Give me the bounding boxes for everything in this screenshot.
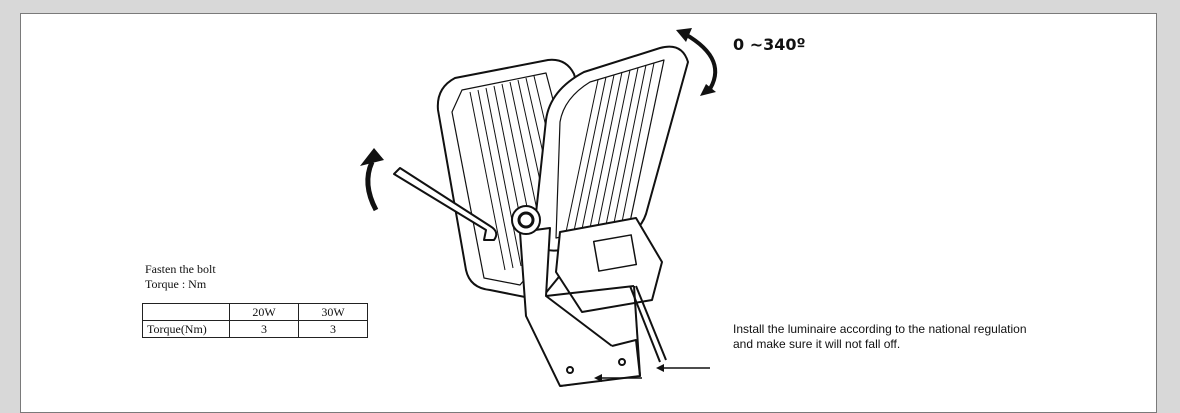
- luminaire-illustration: [360, 28, 718, 387]
- rotate-arrow-icon: [683, 32, 718, 94]
- install-note-line: and make sure it will not fall off.: [733, 337, 901, 351]
- install-note: Install the luminaire according to the n…: [733, 322, 1027, 352]
- torque-table: 20W 30W Torque(Nm) 3 3: [142, 303, 368, 338]
- table-cell: 3: [229, 320, 299, 338]
- table-header-cell: 30W: [298, 303, 368, 321]
- rotation-range-label: 0 ~340º: [733, 35, 806, 54]
- hex-key: [393, 167, 498, 241]
- fasten-bolt-title: Fasten the bolt: [145, 262, 216, 276]
- tilt-arrow-icon: [365, 160, 379, 212]
- table-header-cell: 20W: [229, 303, 299, 321]
- fasten-bolt-caption: Fasten the bolt Torque : Nm: [145, 262, 216, 292]
- table-row: Torque(Nm) 3 3: [142, 320, 368, 338]
- torque-unit-label: Torque : Nm: [145, 277, 207, 291]
- install-note-line: Install the luminaire according to the n…: [733, 322, 1027, 336]
- table-header-cell: [142, 303, 230, 321]
- pivot-bolt: [511, 205, 541, 235]
- table-header-row: 20W 30W: [142, 303, 368, 321]
- table-cell: 3: [298, 320, 368, 338]
- table-row-label: Torque(Nm): [142, 320, 230, 338]
- driver-box: [555, 217, 663, 313]
- push-arrow-icon: [600, 367, 710, 379]
